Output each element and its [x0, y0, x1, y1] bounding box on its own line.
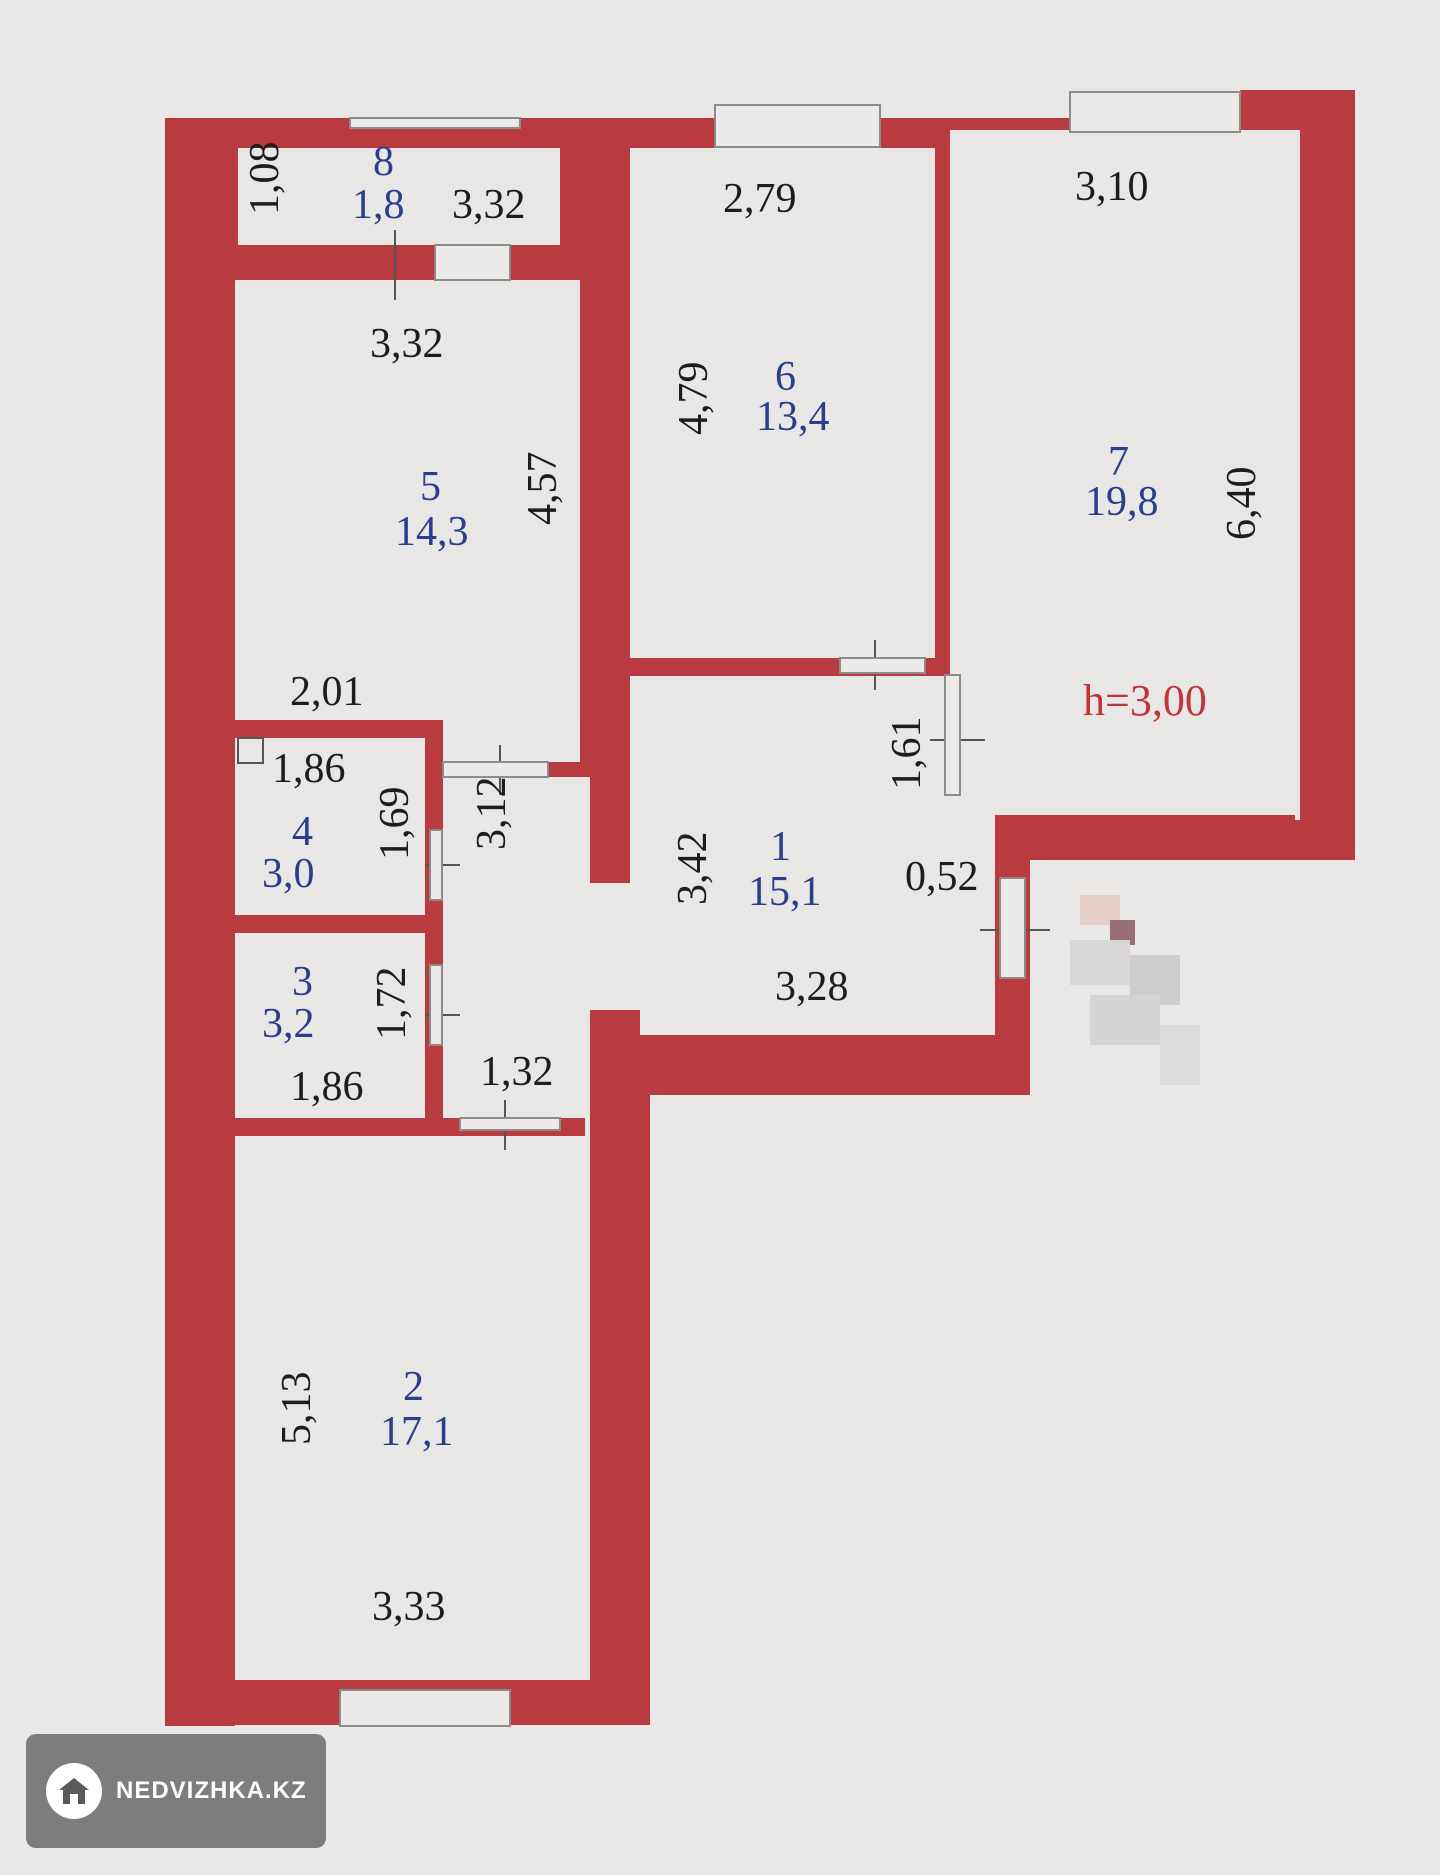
room-2-area: 17,1	[380, 1409, 454, 1455]
room-6-area: 13,4	[756, 394, 830, 440]
window	[434, 244, 511, 281]
dimension-labels: 1,08 3,32 3,32 4,57 2,01 2,79 4,79 3,10 …	[242, 142, 1265, 1631]
room-3-area: 3,2	[262, 1001, 315, 1047]
dim-r2-bottom: 3,33	[372, 1584, 446, 1630]
dim-corridor-side: 3,12	[469, 777, 515, 851]
dim-r8-height: 1,08	[242, 142, 288, 216]
room-2-number: 2	[403, 1364, 424, 1410]
window	[1069, 91, 1241, 133]
dim-r7-top: 3,10	[1075, 164, 1149, 210]
house-icon	[46, 1763, 102, 1819]
dim-r8-width: 3,32	[452, 182, 526, 228]
room-4-number: 4	[292, 809, 313, 855]
dim-r1-entry: 0,52	[905, 854, 979, 900]
room-7-area: 19,8	[1085, 479, 1159, 525]
room-1-area: 15,1	[748, 869, 822, 915]
room-7-number: 7	[1108, 439, 1129, 485]
dim-r1-bottom: 3,28	[775, 964, 849, 1010]
dim-r6-top: 2,79	[723, 176, 797, 222]
dim-r6-side: 4,79	[671, 362, 717, 436]
rooms	[238, 130, 1300, 1680]
window	[714, 104, 881, 148]
ceiling-height-label: h=3,00	[1083, 676, 1207, 725]
dim-r4-side: 1,69	[372, 787, 418, 861]
room-4-area: 3,0	[262, 851, 315, 897]
windows	[339, 91, 1241, 1727]
dim-r3-side: 1,72	[369, 967, 415, 1041]
room-5-area: 14,3	[395, 509, 469, 555]
room-8-number: 8	[373, 139, 394, 185]
dim-r5-bottom: 2,01	[290, 669, 364, 715]
watermark: NEDVIZHKA.KZ	[26, 1734, 326, 1848]
room-6-number: 6	[775, 354, 796, 400]
blurred-stamp	[1070, 895, 1220, 1095]
room-5-number: 5	[420, 464, 441, 510]
room-8-area: 1,8	[352, 182, 405, 228]
dim-r2-side: 5,13	[274, 1372, 320, 1446]
watermark-text: NEDVIZHKA.KZ	[116, 1777, 307, 1804]
dim-r5-top: 3,32	[370, 321, 444, 367]
dim-r4-top: 1,86	[272, 746, 346, 792]
dim-r1-door-side: 1,61	[884, 717, 930, 791]
room-3-number: 3	[292, 959, 313, 1005]
doors	[237, 230, 1050, 1150]
room-labels: 8 1,8 5 14,3 6 13,4 7 19,8 4 3,0 3 3,2 1…	[262, 139, 1207, 1455]
dim-r3-bottom: 1,86	[290, 1064, 364, 1110]
window	[349, 117, 521, 129]
room-1-number: 1	[770, 824, 791, 870]
dim-corridor-bottom: 1,32	[480, 1049, 554, 1095]
window	[339, 1689, 511, 1727]
dim-r1-side: 3,42	[670, 832, 716, 906]
dim-r5-side: 4,57	[520, 452, 566, 526]
dim-r7-side: 6,40	[1219, 467, 1265, 541]
